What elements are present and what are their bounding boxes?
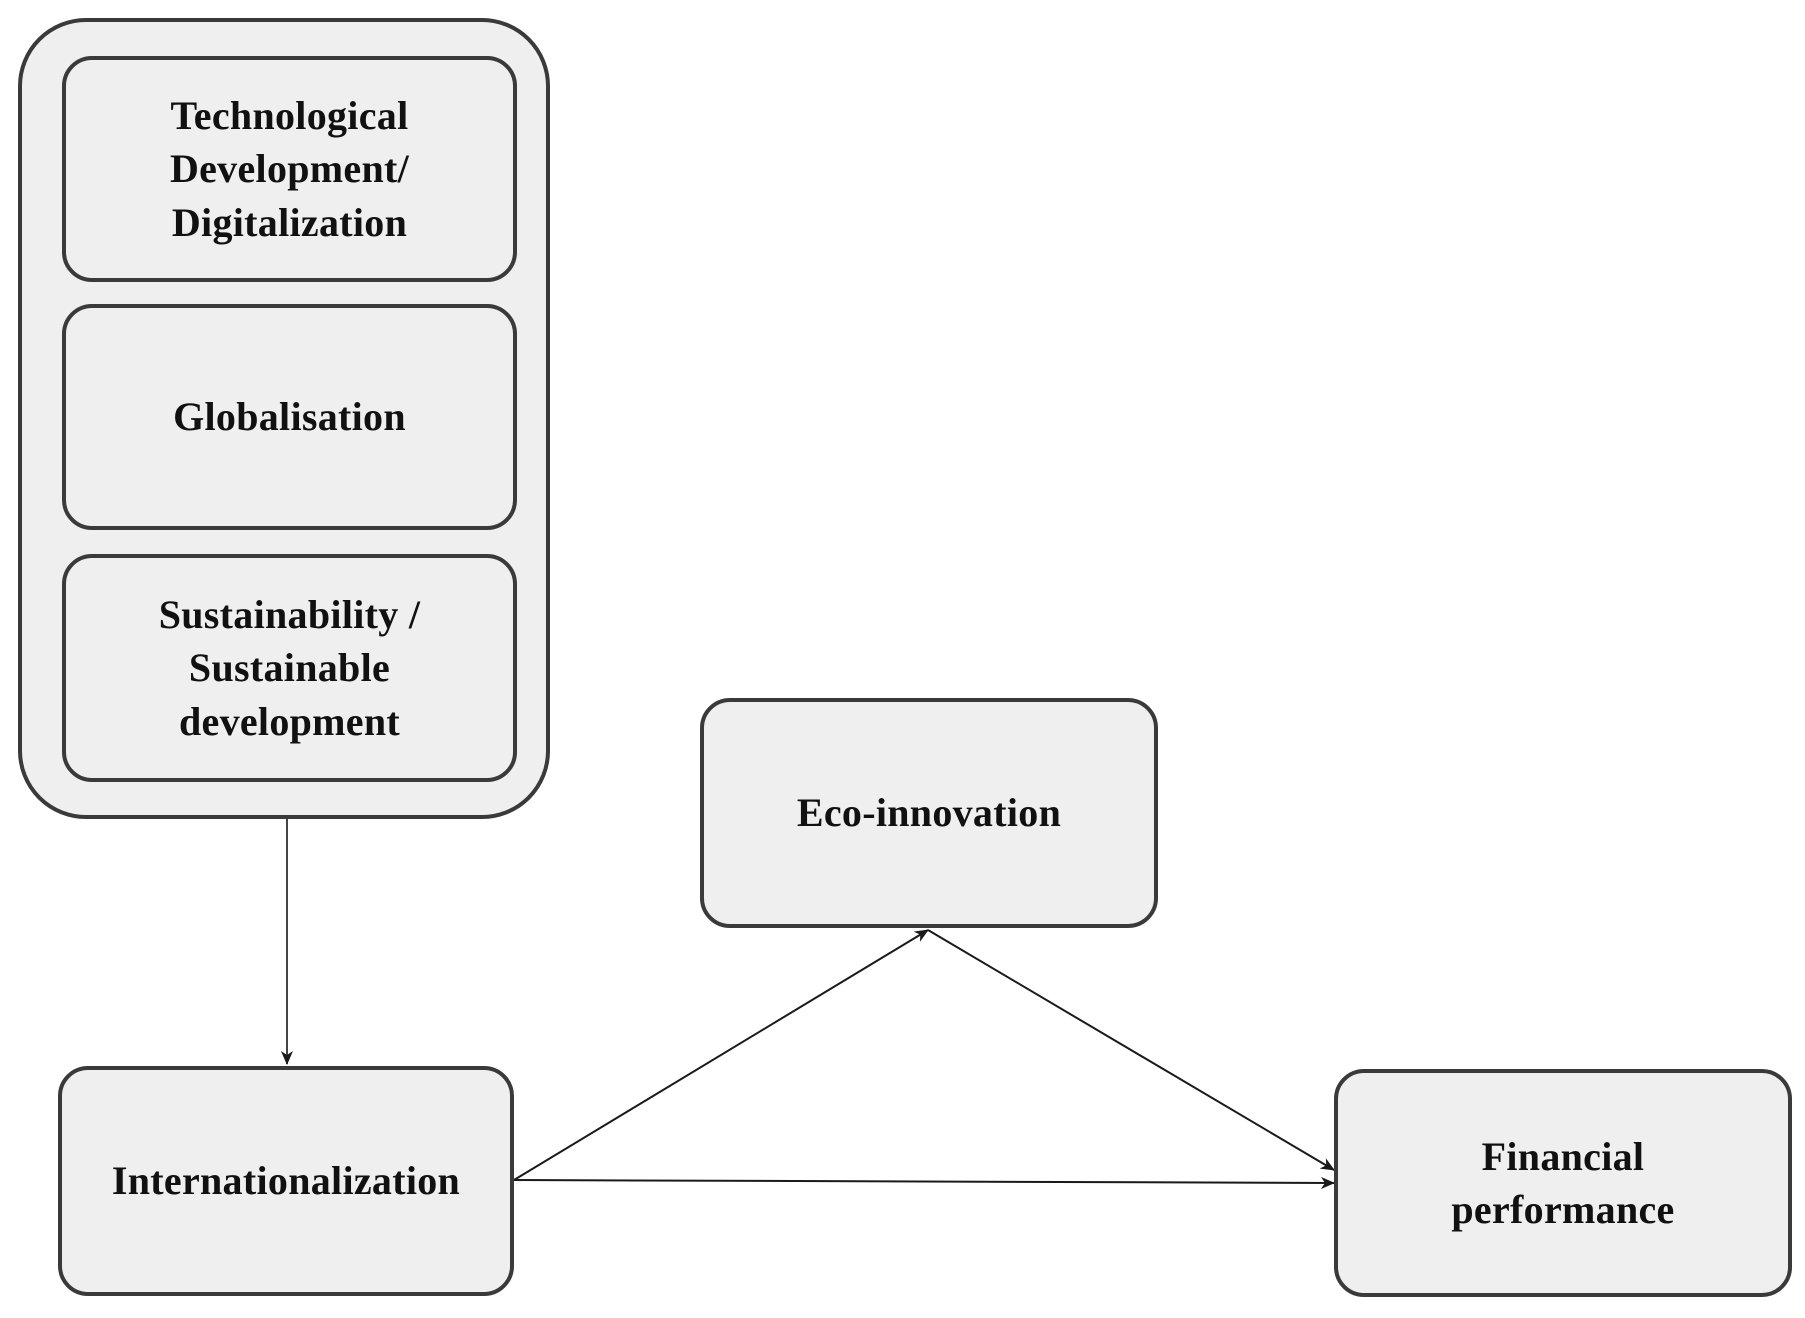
edge-internationalization-to-financial-performance [513,1176,1335,1189]
node-sustainability: Sustainability / Sustainable development [62,554,517,782]
node-globalisation: Globalisation [62,304,517,530]
node-internationalization: Internationalization [58,1066,514,1296]
node-eco-innovation: Eco-innovation [700,698,1158,928]
node-financial-performance: Financial performance [1334,1069,1792,1297]
edge-eco-innovation-to-financial-performance [927,929,1335,1171]
edge-internationalization-to-eco-innovation [513,929,929,1181]
node-technological-development: Technological Development/ Digitalizatio… [62,56,517,282]
